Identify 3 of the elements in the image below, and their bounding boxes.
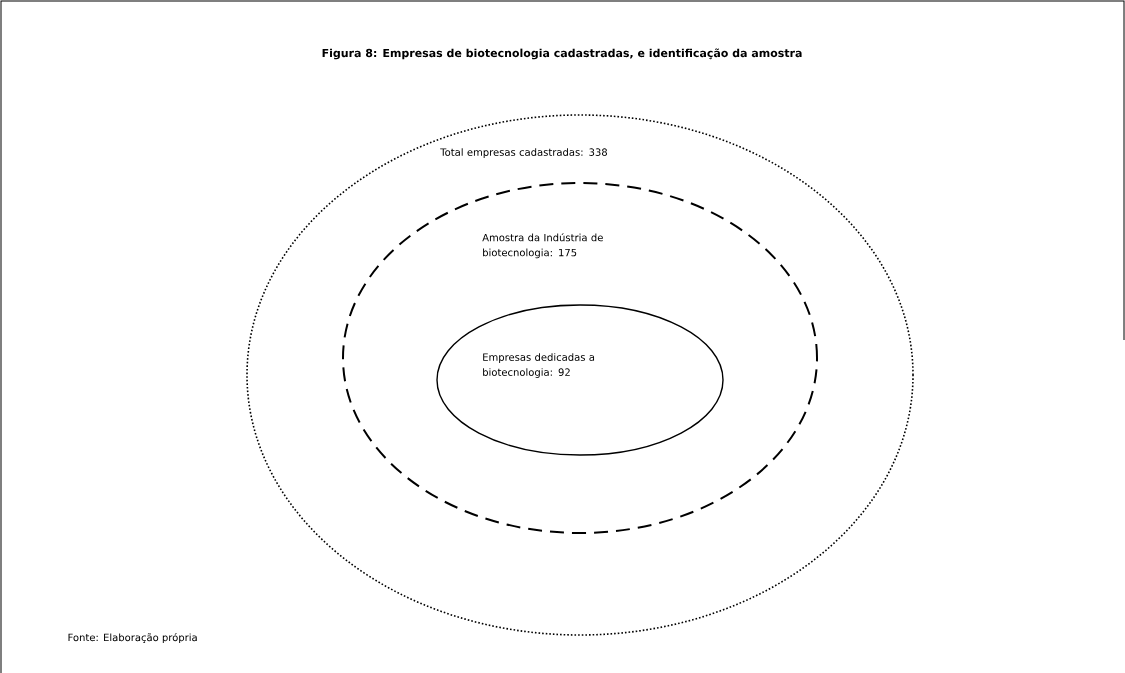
figure-title: Figura 8: Empresas de biotecnologia cadastradas, e identificação da amostra (322, 48, 802, 60)
source-note: Fonte: Elaboração própria (68, 633, 197, 644)
ellipse-node: Empresas dedicadas a biotecnologia: 92 (436, 304, 724, 456)
